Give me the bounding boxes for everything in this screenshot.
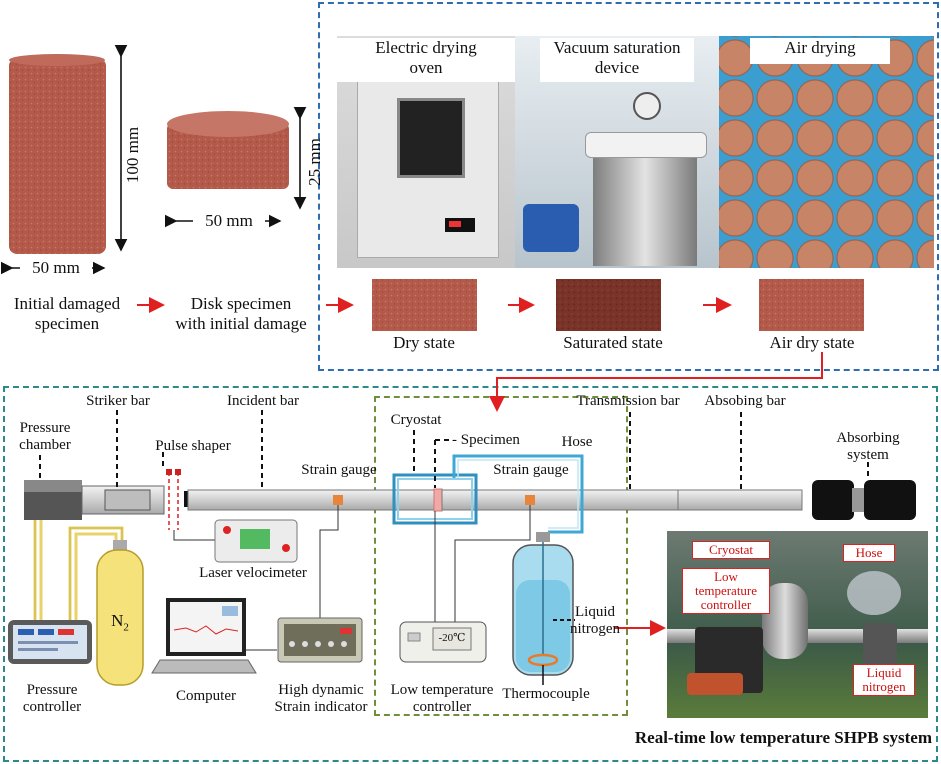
disk-specimen-caption: Disk specimen with initial damage (175, 294, 307, 333)
drying-oven-title: Electric drying oven (337, 38, 515, 82)
air-dry-state-label: Air dry state (769, 333, 855, 352)
initial-specimen-caption: Initial damaged specimen (13, 294, 121, 333)
photo-tag-hose: Hose (843, 544, 895, 562)
strain-indicator-device (277, 617, 363, 663)
strain-gauge-right (525, 495, 535, 505)
absorbing-system-label: Absorbing system (836, 430, 900, 463)
laser-velocimeter-device (214, 519, 298, 563)
low-temperature-controller-device (399, 621, 487, 663)
specimen (433, 488, 443, 512)
dry-state-label: Dry state (393, 333, 455, 352)
initial-specimen-cylinder (9, 54, 106, 254)
pressure-chamber-label: Pressure chamber (19, 420, 71, 453)
pressure-controller-device (8, 620, 92, 664)
absorbing-bar (677, 489, 803, 511)
system-title: Real-time low temperature SHPB system (634, 728, 932, 747)
system-photo (667, 531, 928, 718)
label-leaders (39, 410, 869, 490)
pulse-shaper-label: Pulse shaper (155, 438, 231, 454)
striker-bar (104, 489, 151, 511)
liquid-nitrogen-dewar (512, 532, 574, 685)
computer-device (151, 598, 257, 674)
photo-tag-cryostat: Cryostat (692, 541, 770, 559)
hose-label: Hose (561, 434, 593, 450)
pressure-chamber (24, 480, 82, 520)
air-drying-photo (719, 36, 934, 268)
disk-height-label: 25 mm (305, 138, 324, 186)
vacuum-saturation-title: Vacuum saturation device (540, 38, 694, 82)
initial-height-label: 100 mm (123, 126, 142, 184)
controller-display: -20℃ (438, 632, 466, 644)
absorbing-system (812, 480, 916, 520)
striker-bar-label: Striker bar (86, 393, 150, 409)
absorbing-bar-label: Absobing bar (704, 393, 786, 409)
nitrogen-gas-cylinder (96, 540, 144, 686)
pressure-controller-label: Pressure controller (22, 682, 82, 715)
shpb-system-frame (3, 386, 938, 762)
transmission-bar-label: Transmission bar (576, 393, 680, 409)
dry-state-specimen (372, 279, 477, 331)
strain-gauge-left (333, 495, 343, 505)
air-drying-title: Air drying (750, 38, 890, 64)
air-dry-state-specimen (759, 279, 864, 331)
disk-specimen (167, 111, 289, 189)
photo-tag-controller: Low temperature controller (682, 568, 770, 614)
disk-width-label: 50 mm (193, 211, 265, 231)
strain-gauge-right-label: Strain gauge (493, 462, 569, 478)
saturated-state-specimen (556, 279, 661, 331)
computer-label: Computer (176, 688, 236, 704)
strain-gauge-left-label: Strain gauge (301, 462, 377, 478)
pulse-shaper-piece (184, 491, 188, 507)
arrow-specimen-to-system (489, 352, 823, 412)
cryostat-label: Cryostat (390, 412, 442, 428)
laser-velocimeter-label: Laser velocimeter (199, 565, 307, 581)
liquid-nitrogen-label: Liquid nitrogen (570, 604, 620, 637)
incident-bar-label: Incident bar (226, 393, 300, 409)
n2-label: N2 (111, 611, 129, 634)
thermocouple-label: Thermocouple (502, 686, 590, 702)
initial-width-label: 50 mm (20, 258, 92, 278)
vacuum-saturation-photo (515, 36, 719, 268)
strain-indicator-label: High dynamic Strain indicator (274, 682, 368, 715)
low-temp-controller-label: Low temperature controller (390, 682, 494, 715)
sample-preparation-frame (318, 2, 939, 371)
saturated-state-label: Saturated state (563, 333, 663, 352)
photo-tag-nitrogen: Liquid nitrogen (853, 664, 915, 696)
specimen-label: - Specimen (452, 432, 520, 448)
hose (452, 454, 584, 534)
